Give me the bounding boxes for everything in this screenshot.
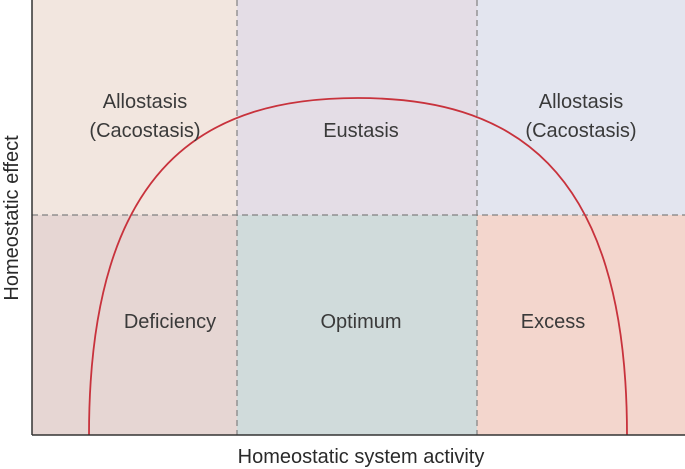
label-top-middle: Eustasis xyxy=(323,120,399,142)
x-axis-label: Homeostatic system activity xyxy=(238,446,485,468)
homeostasis-curve xyxy=(88,97,628,436)
y-axis-label: Homeostatic effect xyxy=(1,135,23,301)
region-top-left xyxy=(32,0,237,215)
label-top-left-line2: (Cacostasis) xyxy=(89,120,200,142)
label-top-right-line1: Allostasis xyxy=(539,91,623,113)
region-top-middle xyxy=(237,0,477,215)
label-bottom-middle: Optimum xyxy=(320,311,401,333)
label-bottom-left: Deficiency xyxy=(124,311,216,333)
label-bottom-right: Excess xyxy=(521,311,585,333)
region-bottom-left xyxy=(32,215,237,435)
region-bottom-middle xyxy=(237,215,477,435)
label-top-left-line1: Allostasis xyxy=(103,91,187,113)
region-bottom-right xyxy=(477,215,685,435)
region-top-right xyxy=(477,0,685,215)
label-top-right-line2: (Cacostasis) xyxy=(525,120,636,142)
